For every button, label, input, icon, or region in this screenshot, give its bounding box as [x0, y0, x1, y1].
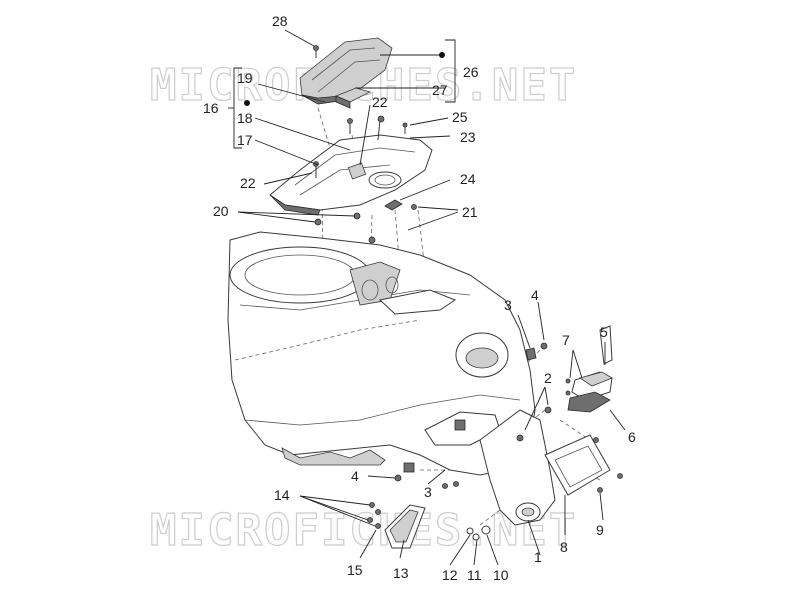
callout-9: 9 [596, 522, 604, 538]
body-shell [227, 231, 556, 526]
callout-labels: 28 26 27 19 16 22 18 25 17 23 22 24 20 2… [203, 13, 636, 583]
callout-6: 6 [628, 429, 636, 445]
small-fasteners [367, 342, 623, 541]
callout-14: 14 [274, 487, 290, 503]
callout-18: 18 [237, 110, 253, 126]
callout-1: 1 [534, 549, 542, 565]
screw-28 [313, 45, 319, 58]
callout-19: 19 [237, 70, 253, 86]
callout-10: 10 [493, 567, 509, 583]
callout-24: 24 [460, 171, 476, 187]
rear-light [567, 325, 613, 413]
callout-28: 28 [272, 13, 288, 29]
callout-13: 13 [393, 565, 409, 581]
callout-12: 12 [442, 567, 458, 583]
mudflap [384, 504, 426, 549]
glovebox-tray [269, 134, 433, 216]
callout-8: 8 [560, 539, 568, 555]
callout-22-left: 22 [240, 175, 256, 191]
callout-26: 26 [463, 64, 479, 80]
callout-21: 21 [462, 204, 478, 220]
callout-15: 15 [347, 562, 363, 578]
callout-11: 11 [467, 567, 482, 583]
callout-27: 27 [432, 82, 448, 98]
callout-4-top: 4 [531, 287, 539, 303]
callout-16: 16 [203, 100, 219, 116]
callout-7: 7 [562, 332, 570, 348]
license-plate-holder [544, 434, 611, 496]
lid-pad [334, 87, 372, 109]
callout-25: 25 [452, 109, 468, 125]
callout-3-bottom: 3 [424, 484, 432, 500]
leader-lines [228, 29, 626, 566]
callout-22-top: 22 [372, 94, 388, 110]
callout-3-top: 3 [504, 297, 512, 313]
callout-2: 2 [544, 370, 552, 386]
callout-20: 20 [213, 203, 229, 219]
callout-23: 23 [460, 129, 476, 145]
callout-17: 17 [237, 132, 253, 148]
callout-5: 5 [600, 324, 608, 340]
callout-4-bottom: 4 [351, 468, 359, 484]
